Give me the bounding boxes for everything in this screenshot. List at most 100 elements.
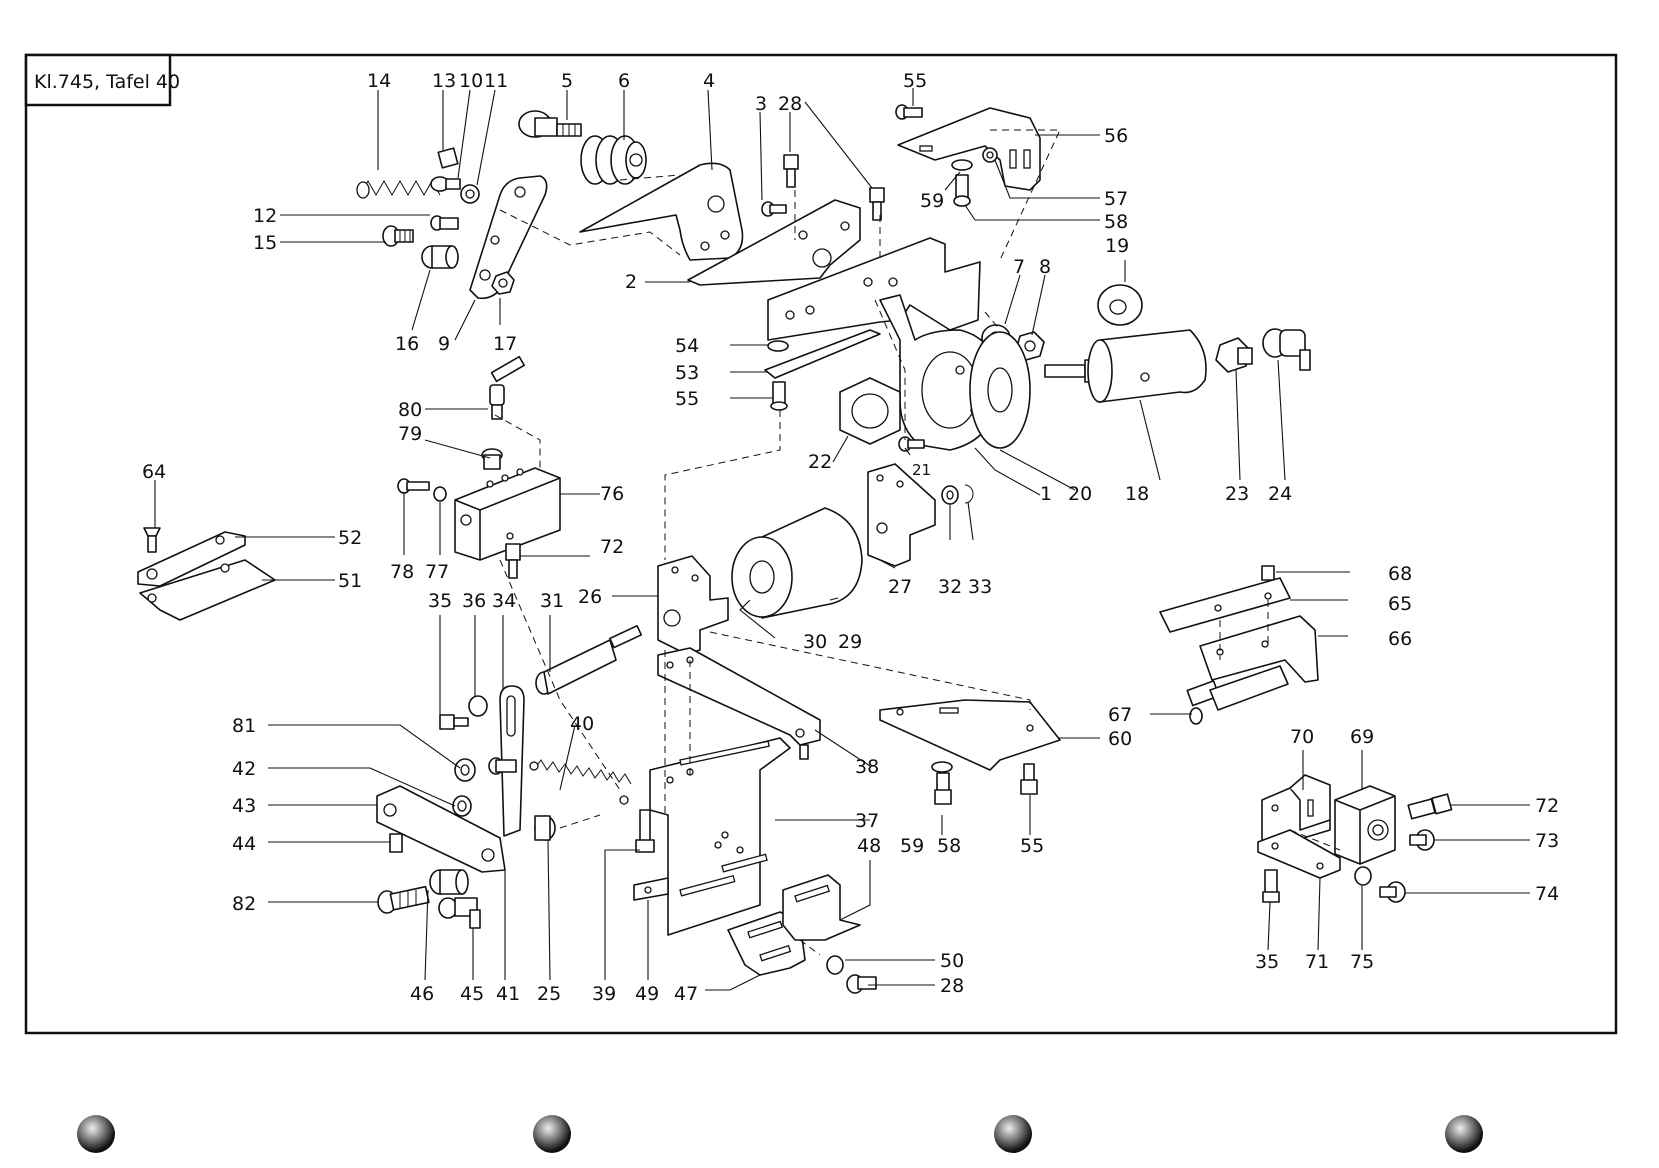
- sheet-title: Kl.745, Tafel 40: [34, 71, 180, 93]
- callout-30: 30: [803, 631, 827, 653]
- callout-73: 73: [1535, 830, 1559, 852]
- callout-55: 55: [675, 388, 699, 410]
- callout-70: 70: [1290, 726, 1314, 748]
- callout-68: 68: [1388, 563, 1412, 585]
- callout-15: 15: [253, 232, 277, 254]
- callout-27: 27: [888, 576, 912, 598]
- callout-41: 41: [496, 983, 520, 1005]
- callout-29: 29: [838, 631, 862, 653]
- callout-60: 60: [1108, 728, 1132, 750]
- callout-78: 78: [390, 561, 414, 583]
- callout-17: 17: [493, 333, 517, 355]
- callout-44: 44: [232, 833, 256, 855]
- callout-31: 31: [540, 590, 564, 612]
- callout-labels: 14 13 10 11 5 6 4 3 28 55 56 57 58 59 12…: [142, 70, 1559, 1005]
- part-31-pin: [535, 624, 643, 695]
- callout-24: 24: [1268, 483, 1292, 505]
- callout-36: 36: [462, 590, 486, 612]
- callout-5: 5: [561, 70, 573, 92]
- callout-56: 56: [1104, 125, 1128, 147]
- callout-11: 11: [484, 70, 508, 92]
- callout-13: 13: [432, 70, 456, 92]
- callout-6: 6: [618, 70, 630, 92]
- callout-75: 75: [1350, 951, 1374, 973]
- callout-55: 55: [1020, 835, 1044, 857]
- callout-19: 19: [1105, 235, 1129, 257]
- callout-39: 39: [592, 983, 616, 1005]
- callout-42: 42: [232, 758, 256, 780]
- callout-65: 65: [1388, 593, 1412, 615]
- callout-59: 59: [920, 190, 944, 212]
- callout-9: 9: [438, 333, 450, 355]
- part-6-roller: [580, 135, 647, 185]
- callout-57: 57: [1104, 188, 1128, 210]
- callout-46: 46: [410, 983, 434, 1005]
- callout-58: 58: [1104, 211, 1128, 233]
- callout-22: 22: [808, 451, 832, 473]
- callout-77: 77: [425, 561, 449, 583]
- punch-hole: [533, 1115, 571, 1153]
- assembly-lines: [494, 129, 1341, 956]
- part-14-spring: [356, 179, 441, 199]
- binder-punch-holes: [77, 1115, 1483, 1153]
- part-18-cylinder: [1044, 329, 1207, 403]
- callout-48: 48: [857, 835, 881, 857]
- callout-58: 58: [937, 835, 961, 857]
- callout-16: 16: [395, 333, 419, 355]
- callout-45: 45: [460, 983, 484, 1005]
- callout-55: 55: [903, 70, 927, 92]
- punch-hole: [1445, 1115, 1483, 1153]
- callout-74: 74: [1535, 883, 1559, 905]
- callout-81: 81: [232, 715, 256, 737]
- callout-8: 8: [1039, 256, 1051, 278]
- callout-82: 82: [232, 893, 256, 915]
- callout-38: 38: [855, 756, 879, 778]
- callout-76: 76: [600, 483, 624, 505]
- part-76-valve: [454, 467, 561, 561]
- callout-51: 51: [338, 570, 362, 592]
- callout-14: 14: [367, 70, 391, 92]
- callout-67: 67: [1108, 704, 1132, 726]
- callout-43: 43: [232, 795, 256, 817]
- punch-hole: [994, 1115, 1032, 1153]
- callout-2: 2: [625, 271, 637, 293]
- punch-hole: [77, 1115, 115, 1153]
- callout-7: 7: [1013, 256, 1025, 278]
- callout-28: 28: [778, 93, 802, 115]
- callout-35: 35: [1255, 951, 1279, 973]
- callout-53: 53: [675, 362, 699, 384]
- leader-lines: [154, 88, 1530, 991]
- callout-52: 52: [338, 527, 362, 549]
- callout-72: 72: [600, 536, 624, 558]
- callout-32: 32: [938, 576, 962, 598]
- drawing-frame: [24, 53, 1618, 1035]
- callout-49: 49: [635, 983, 659, 1005]
- callout-66: 66: [1388, 628, 1412, 650]
- callout-23: 23: [1225, 483, 1249, 505]
- callout-21: 21: [912, 461, 931, 479]
- callout-26: 26: [578, 586, 602, 608]
- part-29-sleeve: [731, 507, 863, 619]
- callout-12: 12: [253, 205, 277, 227]
- callout-59: 59: [900, 835, 924, 857]
- part-shapes: [137, 104, 1453, 994]
- callout-10: 10: [459, 70, 483, 92]
- callout-47: 47: [674, 983, 698, 1005]
- callout-34: 34: [492, 590, 516, 612]
- callout-71: 71: [1305, 951, 1329, 973]
- callout-35: 35: [428, 590, 452, 612]
- callout-28: 28: [940, 975, 964, 997]
- callout-80: 80: [398, 399, 422, 421]
- callout-72: 72: [1535, 795, 1559, 817]
- callout-37: 37: [855, 810, 879, 832]
- callout-79: 79: [398, 423, 422, 445]
- title-box: [24, 53, 172, 107]
- callout-50: 50: [940, 950, 964, 972]
- callout-4: 4: [703, 70, 715, 92]
- callout-3: 3: [755, 93, 767, 115]
- callout-1: 1: [1040, 483, 1052, 505]
- callout-18: 18: [1125, 483, 1149, 505]
- callout-33: 33: [968, 576, 992, 598]
- callout-69: 69: [1350, 726, 1374, 748]
